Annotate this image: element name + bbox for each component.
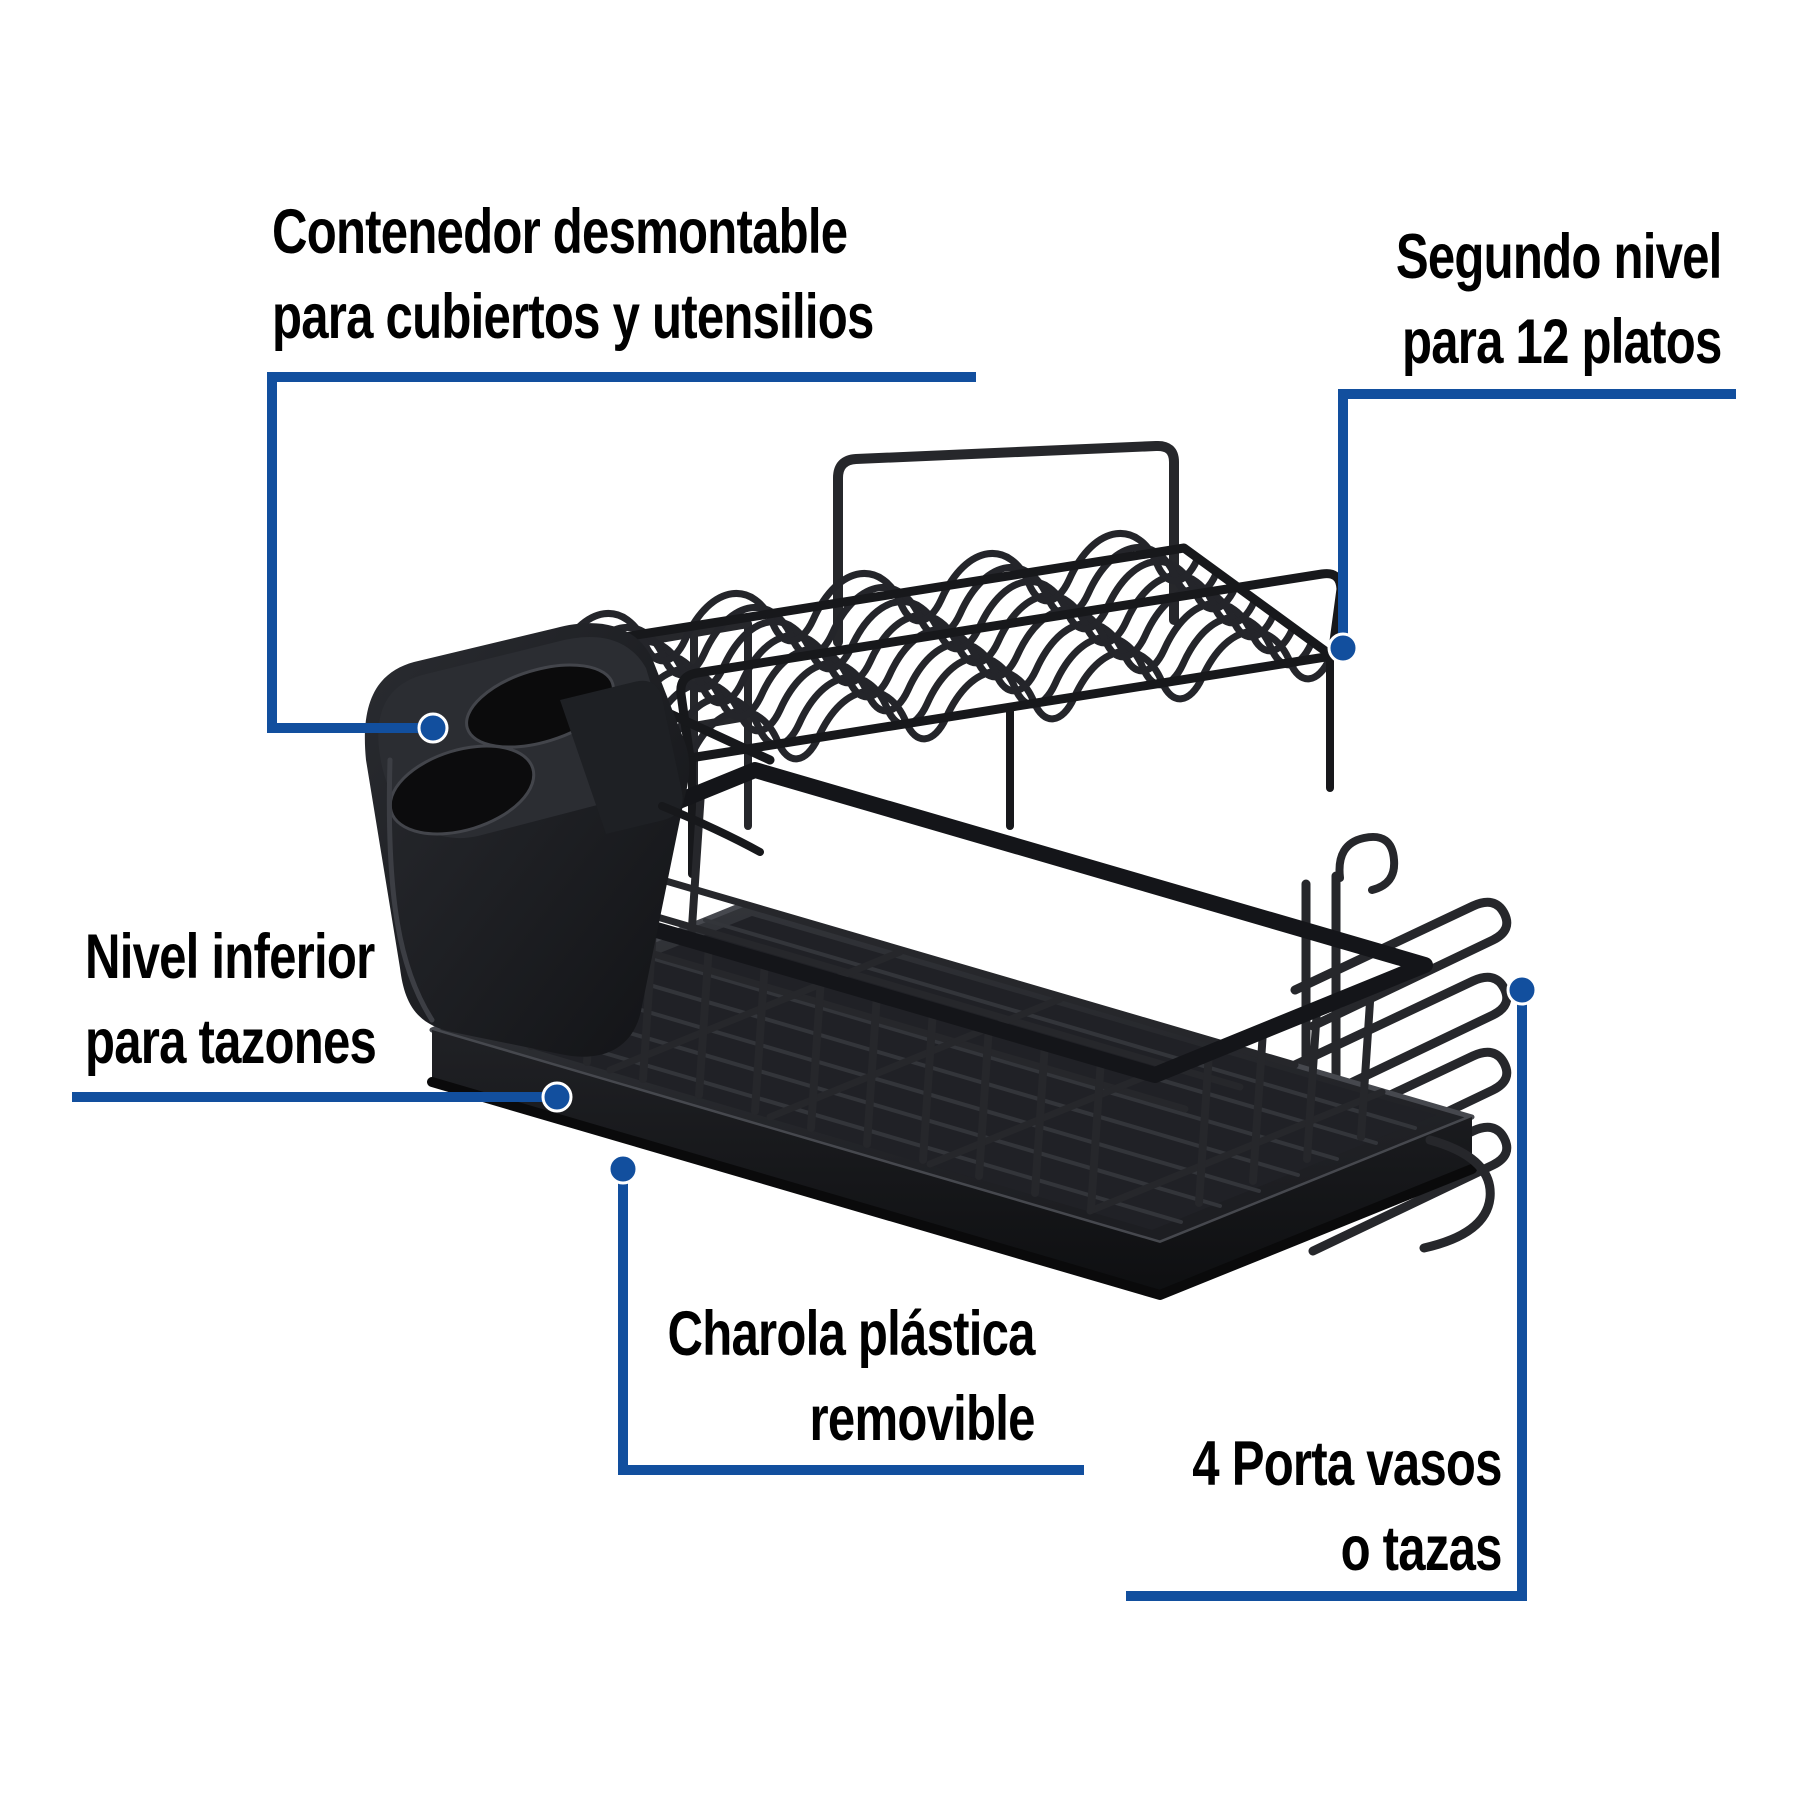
callout-dot-lower-level (541, 1081, 573, 1113)
callout-label-cutlery-container: Contenedor desmontable para cubiertos y … (272, 190, 874, 360)
callout-dots (417, 632, 1538, 1185)
callout-line-cutlery-container (267, 372, 976, 733)
callout-line-second-level (1338, 389, 1736, 648)
callout-label-line: o tazas (1340, 1514, 1503, 1584)
callout-label-line: Contenedor desmontable (272, 197, 848, 267)
callout-label-second-level: Segundo nivel para 12 platos (1396, 215, 1722, 385)
callout-label-lower-level: Nivel inferior para tazones (85, 915, 377, 1085)
callout-dot-second-level (1327, 632, 1359, 664)
callout-dot-tray (607, 1153, 639, 1185)
dish-rack (364, 440, 1512, 1300)
callout-label-line: 4 Porta vasos (1192, 1429, 1503, 1499)
callout-lines (72, 372, 1736, 1601)
callout-label-line: para 12 platos (1402, 307, 1722, 377)
callout-label-line: para cubiertos y utensilios (272, 282, 874, 352)
callout-label-line: para tazones (85, 1007, 377, 1077)
callout-label-line: Charola plástica (667, 1299, 1036, 1369)
callout-label-line: removible (809, 1384, 1036, 1454)
callout-label-line: Nivel inferior (85, 922, 375, 992)
callout-label-cup-holders: 4 Porta vasos o tazas (1192, 1422, 1503, 1592)
callout-label-line: Segundo nivel (1396, 222, 1722, 292)
callout-line-cup-holders (1126, 990, 1527, 1601)
callout-line-tray (618, 1169, 1084, 1475)
callout-dot-cup-holders (1506, 974, 1538, 1006)
callout-dot-cutlery-container (417, 712, 449, 744)
back-handle-wire (833, 440, 1179, 647)
callout-label-tray: Charola plástica removible (667, 1292, 1036, 1462)
